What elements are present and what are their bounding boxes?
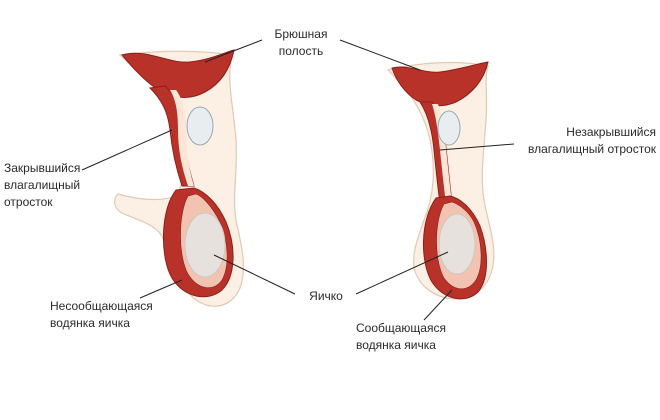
label-line: полость	[278, 44, 324, 58]
label-line: Незакрывшийся	[566, 125, 656, 139]
label-line: влагалищный отросток	[528, 142, 656, 156]
leader-communicating	[423, 289, 453, 321]
leader-testicle-right	[355, 251, 449, 295]
leader-abdominal-left	[204, 39, 263, 63]
right-bubble	[437, 110, 461, 146]
left-bubble	[186, 106, 214, 146]
label-line: Брюшная	[274, 27, 328, 41]
leader-testicle-left	[213, 254, 296, 295]
label-line: Несообщающаяся	[50, 299, 153, 313]
label-line: влагалищный	[4, 178, 81, 192]
label-abdominal-cavity: Брюшная полость	[262, 26, 340, 60]
leader-open-process	[439, 143, 515, 151]
label-communicating: Сообщающаяся водянка яичка	[356, 320, 446, 354]
right-figure	[386, 61, 495, 300]
right-abdominal-wall	[391, 61, 489, 107]
label-line: водянка яичка	[50, 316, 130, 330]
label-line: Яичко	[309, 289, 343, 303]
left-figure	[114, 49, 245, 307]
label-line: отросток	[4, 195, 53, 209]
label-line: водянка яичка	[356, 338, 436, 352]
left-testicle	[184, 212, 226, 278]
left-cord-inner	[170, 90, 194, 186]
label-noncommunicating: Несообщающаяся водянка яичка	[50, 298, 153, 332]
label-line: Закрывшийся	[4, 161, 81, 175]
label-testicle: Яичко	[296, 288, 356, 305]
leader-closed-process	[81, 129, 173, 171]
label-closed-process: Закрывшийся влагалищный отросток	[4, 160, 80, 211]
leader-abdominal-right	[339, 39, 421, 71]
label-line: Сообщающаяся	[356, 321, 446, 335]
right-cord-inner	[432, 104, 452, 204]
label-open-process: Незакрывшийся влагалищный отросток	[516, 124, 656, 158]
right-testicle	[438, 213, 476, 275]
leader-lines	[81, 39, 515, 321]
leader-noncommunicating	[139, 279, 183, 299]
